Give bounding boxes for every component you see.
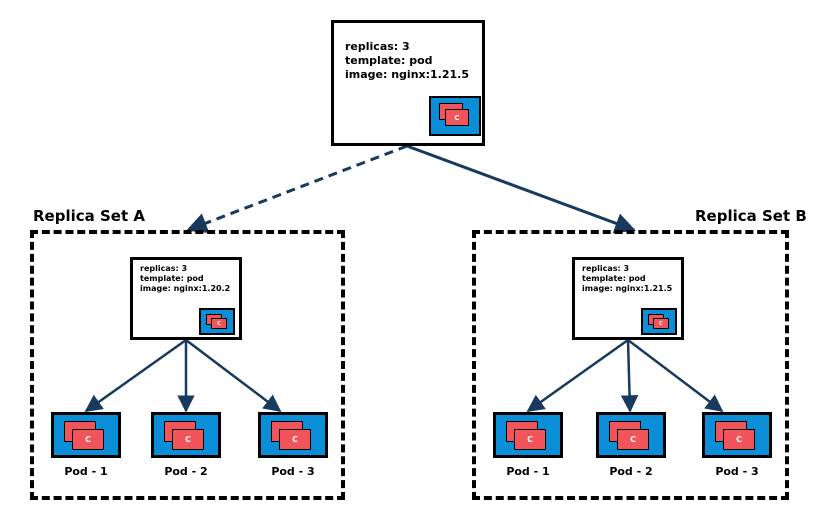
replica-set-b-pod-template-icon: C — [641, 308, 677, 335]
replica-set-a-image: image: nginx:1.20.2 — [140, 284, 231, 293]
replica-set-b-pod-2: C — [596, 412, 666, 458]
replica-set-a-box — [30, 230, 345, 500]
container-letter: C — [630, 435, 636, 444]
edge-rs-b-to-pod-1 — [526, 338, 629, 413]
replica-set-b-replicas: replicas: 3 — [582, 264, 630, 273]
replica-set-a-spec-box: replicas: 3 template: pod image: nginx:1… — [130, 257, 242, 340]
deployment-template: template: pod — [345, 53, 433, 67]
replica-set-a-title: Replica Set A — [33, 207, 145, 225]
replica-set-a-pod-2: C — [151, 412, 221, 458]
container-letter: C — [454, 113, 460, 122]
container-front-icon: C — [514, 429, 546, 450]
replica-set-a-pod-1-label: Pod - 1 — [64, 465, 108, 478]
edge-deployment-to-replica-set-a — [186, 144, 408, 234]
deployment-replicas: replicas: 3 — [345, 40, 410, 53]
deployment-image: image: nginx:1.21.5 — [345, 67, 469, 81]
container-front-icon: C — [445, 109, 469, 126]
replica-set-b-pod-2-label: Pod - 2 — [609, 465, 653, 478]
deployment-pod-template-icon: C — [429, 96, 481, 136]
container-letter: C — [217, 320, 221, 327]
replica-set-b-spec-text: replicas: 3 template: pod image: nginx:1… — [582, 264, 672, 294]
replica-set-b-pod-1: C — [493, 412, 563, 458]
container-front-icon: C — [723, 429, 755, 450]
edge-rs-a-to-pod-3 — [185, 339, 282, 413]
container-letter: C — [292, 435, 298, 444]
edge-rs-a-to-pod-1 — [84, 338, 187, 413]
replica-set-a-pod-3-label: Pod - 3 — [271, 465, 315, 478]
replica-set-b-spec-box: replicas: 3 template: pod image: nginx:1… — [572, 257, 684, 340]
edge-rs-b-to-pod-3 — [627, 339, 724, 413]
replica-set-b-template: template: pod — [582, 274, 646, 283]
container-letter: C — [736, 435, 742, 444]
deployment-spec-text: replicas: 3 template: pod image: nginx:1… — [345, 40, 469, 81]
replica-set-a-pod-2-label: Pod - 2 — [164, 465, 208, 478]
container-letter: C — [527, 435, 533, 444]
replica-set-b-box — [472, 230, 789, 500]
replica-set-a-pod-3: C — [258, 412, 328, 458]
container-front-icon: C — [279, 429, 311, 450]
edge-deployment-to-replica-set-b — [406, 144, 636, 234]
container-front-icon: C — [172, 429, 204, 450]
container-letter: C — [185, 435, 191, 444]
replica-set-a-spec-text: replicas: 3 template: pod image: nginx:1… — [140, 264, 230, 294]
replica-set-b-pod-1-label: Pod - 1 — [506, 465, 550, 478]
container-front-icon: C — [72, 429, 104, 450]
container-letter: C — [85, 435, 91, 444]
replica-set-b-title: Replica Set B — [695, 207, 807, 225]
container-letter: C — [659, 320, 663, 327]
replica-set-a-replicas: replicas: 3 — [140, 264, 188, 273]
replica-set-b-pod-3-label: Pod - 3 — [715, 465, 759, 478]
container-front-icon: C — [653, 318, 669, 329]
container-front-icon: C — [617, 429, 649, 450]
container-front-icon: C — [211, 318, 227, 329]
replica-set-b-pod-3: C — [702, 412, 772, 458]
edge-rs-b-to-pod-2 — [620, 339, 639, 413]
replica-set-b-image: image: nginx:1.21.5 — [582, 284, 673, 293]
deployment-spec-box: replicas: 3 template: pod image: nginx:1… — [331, 20, 485, 146]
replica-set-a-pod-1: C — [51, 412, 121, 458]
replica-set-a-pod-template-icon: C — [199, 308, 235, 335]
replica-set-a-template: template: pod — [140, 274, 204, 283]
